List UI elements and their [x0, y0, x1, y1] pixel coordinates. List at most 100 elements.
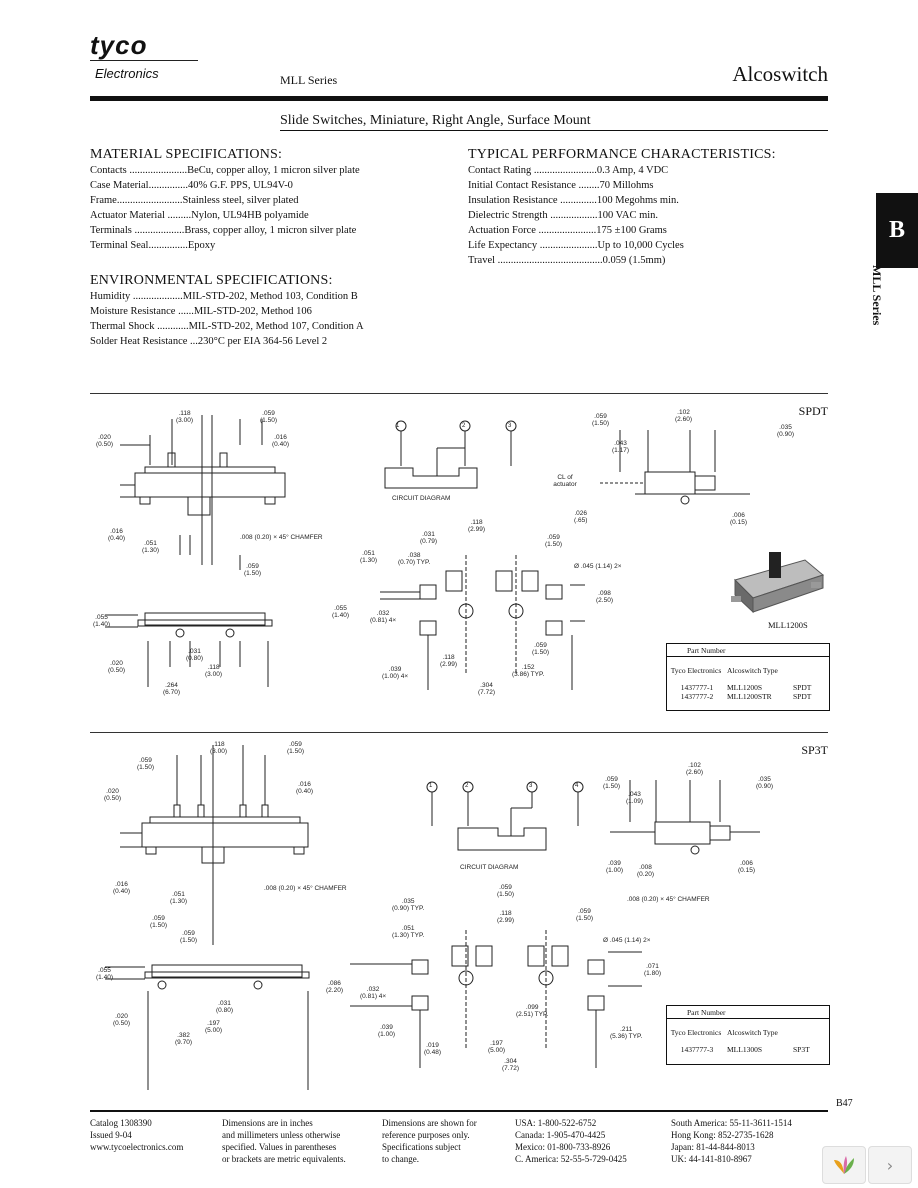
sp3t-side-view	[610, 780, 760, 855]
sp3t-front-view	[105, 745, 310, 1090]
sp3t-part-table: Part Number Tyco Electronics Alcoswitch …	[666, 1005, 830, 1065]
environmental-title: ENVIRONMENTAL SPECIFICATIONS:	[90, 273, 333, 288]
page-subtitle: Slide Switches, Miniature, Right Angle, …	[280, 113, 828, 131]
table-row: 1437777-1 MLL1200S SPDT	[680, 683, 812, 692]
section-divider	[90, 393, 828, 394]
logo-divider	[90, 60, 198, 61]
dim-label: .382(9.70)	[175, 1032, 192, 1046]
dim-label: .051(1.30)	[360, 550, 377, 564]
leaf-icon	[834, 1156, 854, 1174]
dim-label: .051(1.30) TYP.	[392, 925, 425, 939]
table-col-header: Tyco Electronics	[670, 1027, 722, 1037]
spdt-tag: SPDT	[798, 404, 828, 418]
dim-label: .098(2.50)	[596, 590, 613, 604]
footer-divider	[90, 1110, 828, 1112]
dim-label: .059(1.50)	[545, 534, 562, 548]
table-col-header: Alcoswitch Type	[727, 665, 778, 675]
spec-row: Case Material...............40% G.F. PPS…	[90, 180, 293, 191]
dim-label: .020(0.50)	[104, 788, 121, 802]
dim-label: .006(0.15)	[730, 512, 747, 526]
dim-label: .099(2.51) TYP.	[516, 1004, 549, 1018]
photo-label: MLL1200S	[768, 620, 808, 630]
dim-label: .043(1.17)	[612, 440, 629, 454]
spec-row: Life Expectancy ......................Up…	[468, 240, 684, 251]
dim-label: .118(3.00)	[210, 741, 227, 755]
pin-3-label: 3	[508, 423, 512, 429]
dim-label: .197(5.00)	[488, 1040, 505, 1054]
dim-label: .020(0.50)	[108, 660, 125, 674]
dim-label: .019(0.48)	[424, 1042, 441, 1056]
dim-label: .059(1.50)	[497, 884, 514, 898]
dim-label: .035(0.90)	[756, 776, 773, 790]
dim-label: .016(0.40)	[108, 528, 125, 542]
dim-label: .059(1.50)	[592, 413, 609, 427]
spec-row: Thermal Shock ............MIL-STD-202, M…	[90, 321, 364, 332]
dim-label: .020(0.50)	[96, 434, 113, 448]
spec-row: Contacts ......................BeCu, cop…	[90, 165, 360, 176]
spec-row: Terminal Seal...............Epoxy	[90, 240, 216, 251]
pin-3-label: 3	[529, 783, 533, 789]
table-col-header: Alcoswitch Type	[727, 1027, 778, 1037]
brand-name: Alcoswitch	[732, 62, 828, 86]
dim-label: .059(1.50)	[180, 930, 197, 944]
dim-label: .039(1.00)	[606, 860, 623, 874]
spec-row: Dielectric Strength ..................10…	[468, 210, 659, 221]
circuit-diagram-label: CIRCUIT DIAGRAM	[460, 864, 519, 871]
dim-label: .035(0.90)	[777, 424, 794, 438]
chamfer-label: .008 (0.20) × 45° CHAMFER	[627, 896, 710, 903]
table-header: Part Number	[667, 644, 829, 657]
page-number: B47	[836, 1098, 853, 1109]
dim-label: .031(0.80)	[216, 1000, 233, 1014]
header-bar	[90, 96, 828, 101]
spec-row: Travel .................................…	[468, 255, 666, 266]
table-row: 1437777-2 MLL1200STR SPDT	[680, 692, 812, 701]
material-title: MATERIAL SPECIFICATIONS:	[90, 147, 283, 162]
spec-row: Moisture Resistance ......MIL-STD-202, M…	[90, 306, 312, 317]
dim-label: .118(2.99)	[468, 519, 485, 533]
dim-label: .118(2.99)	[440, 654, 457, 668]
table-col-header: Tyco Electronics	[670, 665, 722, 675]
dim-label: .102(2.60)	[686, 762, 703, 776]
next-page-button[interactable]: ›	[868, 1146, 912, 1184]
material-specs: MATERIAL SPECIFICATIONS: Contacts ......…	[90, 147, 430, 253]
spdt-pcb-layout	[380, 555, 585, 690]
chamfer-label: .008 (0.20) × 45° CHAMFER	[264, 885, 347, 892]
side-series-label: MLL Series	[870, 265, 884, 326]
dim-label: .059(1.50)	[532, 642, 549, 656]
sp3t-pcb-layout	[350, 930, 642, 1068]
performance-title: TYPICAL PERFORMANCE CHARACTERISTICS:	[468, 147, 776, 162]
electronics-logo: Electronics	[95, 66, 159, 81]
dim-label: .055(1.40)	[96, 967, 113, 981]
viewer-logo-button[interactable]	[822, 1146, 866, 1184]
dim-label: .051(1.30)	[170, 891, 187, 905]
dim-label: .008(0.20)	[637, 864, 654, 878]
sp3t-tag: SP3T	[801, 743, 828, 757]
dim-label: .031(0.79)	[420, 531, 437, 545]
pin-2-label: 2	[462, 423, 466, 429]
section-divider	[90, 732, 828, 733]
dim-label: .059(1.50)	[287, 741, 304, 755]
sp3t-circuit-diagram	[426, 781, 584, 851]
dim-label: .039(1.00)	[378, 1024, 395, 1038]
spec-row: Insulation Resistance ..............100 …	[468, 195, 679, 206]
table-row: 1437777-3 MLL1300S SP3T	[680, 1045, 810, 1054]
dim-label: .059(1.50)	[137, 757, 154, 771]
dim-label: .264(6.70)	[163, 682, 180, 696]
dim-label: .059(1.50)	[603, 776, 620, 790]
environmental-list: Humidity ...................MIL-STD-202,…	[90, 289, 430, 349]
spec-row: Solder Heat Resistance ...230°C per EIA …	[90, 336, 328, 347]
dim-label: .043(1.09)	[626, 791, 643, 805]
dim-label: .118(2.99)	[497, 910, 514, 924]
dim-label: .304(7.72)	[478, 682, 495, 696]
pin-1-label: 1	[429, 783, 433, 789]
spec-row: Actuation Force ......................17…	[468, 225, 667, 236]
dim-label: .016(0.40)	[296, 781, 313, 795]
dim-label: .039(1.00) 4×	[382, 666, 409, 680]
dim-label: .071(1.80)	[644, 963, 661, 977]
dim-label: .035(0.90) TYP.	[392, 898, 425, 912]
dim-label: .026(.65)	[574, 510, 588, 524]
spec-row: Actuator Material .........Nylon, UL94HB…	[90, 210, 309, 221]
dim-label: .032(0.81) 4×	[360, 986, 387, 1000]
